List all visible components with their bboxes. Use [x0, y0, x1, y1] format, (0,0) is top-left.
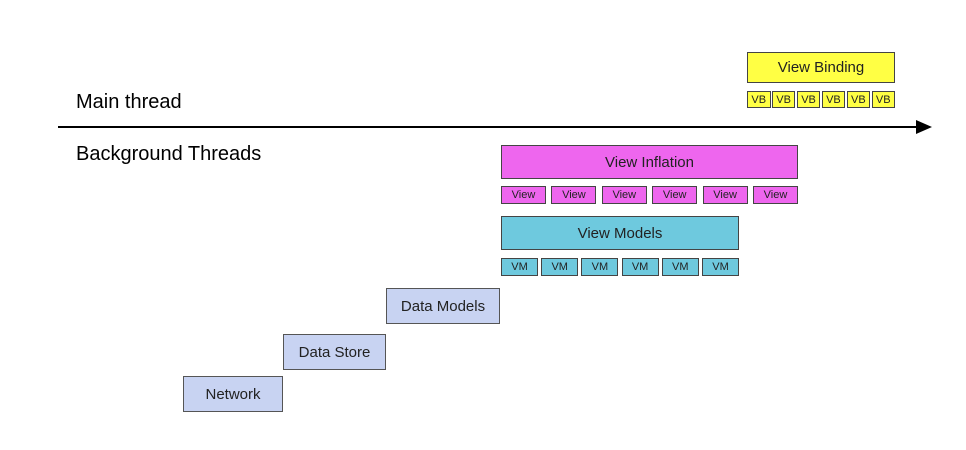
vb-chip: VB	[796, 91, 821, 108]
background-threads-label: Background Threads	[76, 143, 262, 165]
network-block: Network	[183, 376, 283, 412]
view-chip: View	[551, 186, 597, 204]
vm-chip: VM	[661, 258, 699, 276]
timeline-arrowhead	[916, 120, 932, 134]
view-chip: View	[652, 186, 698, 204]
vm-chip: VM	[541, 258, 579, 276]
vb-chip: VB	[771, 91, 796, 108]
view-models-block: View Models	[501, 216, 739, 250]
vb-chip: VB	[871, 91, 895, 108]
data-store-block: Data Store	[283, 334, 386, 370]
view-chip: View	[702, 186, 748, 204]
vb-chip: VB	[846, 91, 871, 108]
vm-chip: VM	[501, 258, 538, 276]
vb-chip: VB	[821, 91, 846, 108]
view-chip: View	[753, 186, 798, 204]
vm-chip: VM	[621, 258, 659, 276]
vb-chip: VB	[747, 91, 771, 108]
timeline-axis	[58, 126, 918, 128]
view-chip: View	[501, 186, 546, 204]
view-chip: View	[601, 186, 647, 204]
view-binding-block: View Binding	[747, 52, 895, 83]
data-models-block: Data Models	[386, 288, 500, 324]
vm-chip: VM	[581, 258, 619, 276]
main-thread-label: Main thread	[76, 91, 182, 113]
vm-chip: VM	[702, 258, 739, 276]
view-inflation-block: View Inflation	[501, 145, 798, 179]
